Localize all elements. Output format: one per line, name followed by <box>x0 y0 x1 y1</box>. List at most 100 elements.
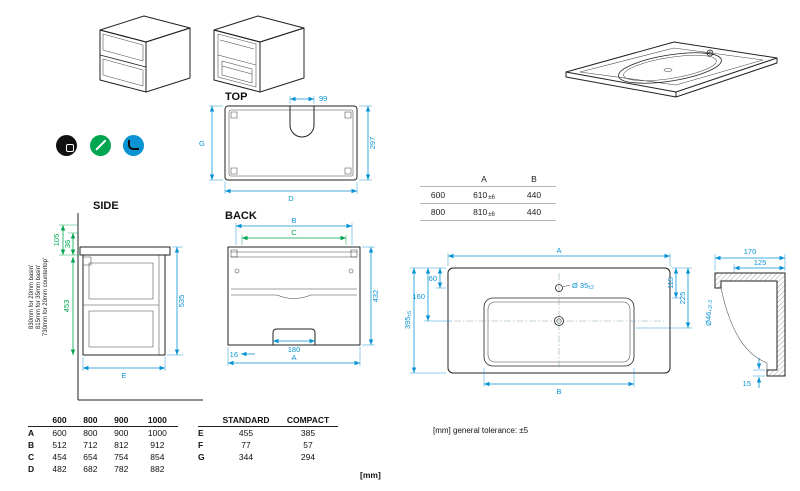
dim-basin-depth: 395±5 <box>403 311 413 329</box>
height-note-830: 830mm for 20mm basin' <box>29 265 35 329</box>
dim-d: D <box>288 194 294 203</box>
cabinet-size-header: 1000 <box>147 415 167 425</box>
cabinet-closed-drawing <box>99 15 191 93</box>
table-cell: 454 <box>52 452 67 462</box>
dim-60: 60 <box>429 274 437 283</box>
cabinet-size-table: 600 800 900 1000 A 600 800 900 1000 B 51… <box>28 414 178 475</box>
table-cell: 712 <box>83 440 98 450</box>
table-cell: 344 <box>238 452 254 462</box>
cabinet-size-header: 800 <box>83 415 98 425</box>
table-row: B 512 712 812 912 <box>28 439 178 451</box>
table-cell: 455 <box>238 428 254 438</box>
top-view-dimensions: 99 297 G D <box>199 94 377 203</box>
table-cell: 57 <box>303 440 313 450</box>
back-view-dimensions: B C 432 16 180 A <box>227 216 380 366</box>
back-view: BACK B C 432 16 <box>225 210 380 366</box>
basin-isometric-drawing <box>565 41 778 98</box>
basin-size-table-header-row: A B <box>420 172 556 187</box>
table-cell: 754 <box>114 452 129 462</box>
row-label: B <box>28 440 35 450</box>
table-cell: 854 <box>150 452 165 462</box>
table-cell: 682 <box>83 464 98 474</box>
dim-top-depth: 297 <box>368 137 377 150</box>
table-cell: 294 <box>300 452 316 462</box>
row-label: D <box>28 464 35 474</box>
basin-size-table: A B 600 610±6 440 800 810±6 440 <box>420 172 556 221</box>
table-row: C 454 654 754 854 <box>28 451 178 463</box>
basin-size-cell: 440 <box>526 190 542 200</box>
row-label: G <box>198 452 205 462</box>
side-view-label: SIDE <box>93 200 119 212</box>
dim-drain: Ø46+2/-3 <box>704 300 714 326</box>
dim-notch-180: 180 <box>288 345 301 354</box>
dim-535: 535 <box>177 295 186 308</box>
basin-plan-view: A Ø 35±2 60 160 395±5 115 225 B <box>403 246 692 396</box>
screwdriver-icon <box>90 135 111 156</box>
top-view-drawing <box>224 105 358 181</box>
cabinet-size-header-row: 600 800 900 1000 <box>28 414 178 427</box>
cabinet-isometric-closed <box>99 15 191 93</box>
basin-size-cell: 600 <box>430 190 446 200</box>
basin-plan-dimensions: A Ø 35±2 60 160 395±5 115 225 B <box>403 246 692 396</box>
config-corner <box>198 414 214 427</box>
table-cell: 1000 <box>147 428 167 438</box>
basin-size-cell: 800 <box>430 207 446 217</box>
top-view-label: TOP <box>225 91 247 103</box>
basin-isometric <box>565 41 778 98</box>
table-row: F 77 57 <box>198 439 338 451</box>
cabinet-isometric-open <box>213 15 305 93</box>
dim-basin-b: B <box>556 387 561 396</box>
table-cell: 482 <box>52 464 67 474</box>
dim-115: 115 <box>666 277 675 289</box>
table-cell: 600 <box>52 428 67 438</box>
basin-size-table-row: 800 810±6 440 <box>420 204 556 221</box>
siphon-icon-glyph <box>128 140 139 150</box>
dim-g: G <box>199 139 205 148</box>
table-row: G 344 294 <box>198 451 338 463</box>
dim-125: 125 <box>754 258 767 267</box>
dim-36: 36 <box>63 240 72 248</box>
basin-section-view: 170 125 Ø46+2/-3 15 <box>704 247 786 388</box>
dim-225: 225 <box>678 292 687 305</box>
cabinet-open-drawing <box>213 15 305 93</box>
table-cell: 800 <box>83 428 98 438</box>
tolerance-suffix: ±6 <box>488 194 495 201</box>
screwdriver-icon-glyph <box>94 139 107 151</box>
side-view: SIDE 830mm for 20mm basin' 815mm for 35m… <box>29 200 203 401</box>
dim-taphole: Ø 35±2 <box>572 281 594 291</box>
config-header-standard: STANDARD <box>222 415 270 425</box>
table-cell: 812 <box>114 440 129 450</box>
top-view: TOP 99 297 G D <box>199 91 377 203</box>
table-cell: 512 <box>52 440 67 450</box>
row-label: F <box>198 440 204 450</box>
config-header-compact: COMPACT <box>286 415 330 425</box>
config-table: STANDARD COMPACT E 455 385 F 77 57 G 344… <box>198 414 338 463</box>
table-cell: 385 <box>300 428 316 438</box>
table-cell: 782 <box>114 464 129 474</box>
dim-back-a: A <box>291 353 296 362</box>
row-label: A <box>28 428 35 438</box>
general-tolerance-note: [mm] general tolerance: ±5 <box>433 426 529 435</box>
basin-size-table-row: 600 610±6 440 <box>420 187 556 204</box>
basin-section-drawing <box>714 272 786 377</box>
config-header-row: STANDARD COMPACT <box>198 414 338 427</box>
cabinet-size-header: 600 <box>52 415 67 425</box>
basin-size-cell: 810±6 <box>473 206 495 218</box>
row-label: E <box>198 428 204 438</box>
basin-size-table-col-a: A <box>481 174 487 184</box>
basin-size-cell: 610±6 <box>473 189 495 201</box>
height-note-815: 815mm for 35mm basin' <box>36 265 42 329</box>
table-cell: 900 <box>114 428 129 438</box>
cabinet-size-corner <box>28 414 44 427</box>
fixings-icon-glyph <box>66 144 74 152</box>
table-cell: 654 <box>83 452 98 462</box>
basin-plan-drawing <box>447 267 671 374</box>
cabinet-size-header: 900 <box>114 415 129 425</box>
dim-slot-width: 99 <box>319 94 327 103</box>
dim-105: 105 <box>52 234 61 247</box>
unit-label: [mm] <box>360 470 381 480</box>
back-view-drawing <box>227 246 361 346</box>
dim-160: 160 <box>412 292 425 301</box>
side-view-drawing <box>77 213 203 401</box>
back-view-label: BACK <box>225 210 257 222</box>
